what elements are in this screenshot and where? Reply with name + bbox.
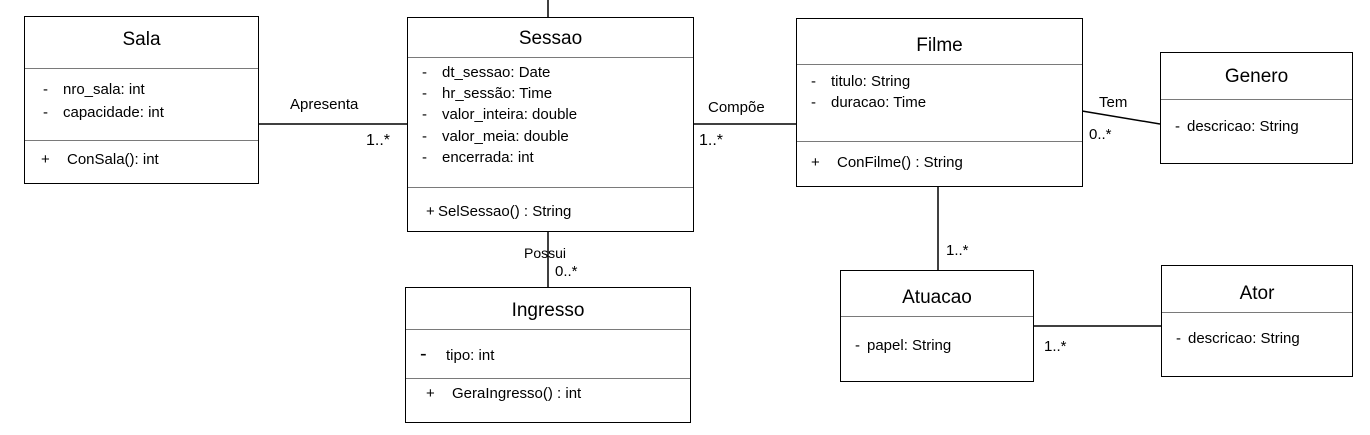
method: +GeraIngresso() : int [426, 385, 582, 402]
name-separator [1161, 99, 1352, 100]
name-separator [1162, 312, 1352, 313]
association-label-apresenta: Apresenta [290, 96, 359, 113]
attribute: -descricao: String [1175, 118, 1299, 135]
class-ingresso[interactable]: Ingresso -tipo: int +GeraIngresso() : in… [405, 287, 691, 423]
attribute: -duracao: Time [811, 94, 927, 111]
attribute: -valor_inteira: double [422, 106, 578, 123]
name-separator [797, 64, 1082, 65]
class-filme[interactable]: Filme -titulo: String -duracao: Time +Co… [796, 18, 1083, 187]
method-separator [797, 141, 1082, 142]
attribute: -dt_sessao: Date [422, 64, 551, 81]
class-name: Sessao [518, 28, 583, 49]
class-name: Atuacao [902, 287, 972, 308]
attribute: -papel: String [855, 337, 952, 354]
name-separator [406, 329, 690, 330]
multiplicity-sala-sessao: 1..* [366, 132, 391, 149]
method: +SelSessao() : String [426, 203, 572, 220]
method-separator [25, 140, 258, 141]
class-atuacao[interactable]: Atuacao -papel: String [840, 270, 1034, 382]
method: +ConFilme() : String [811, 154, 963, 171]
association-label-compoe: Compõe [708, 99, 765, 116]
attribute: -titulo: String [811, 73, 911, 90]
class-genero[interactable]: Genero -descricao: String [1160, 52, 1353, 164]
class-ator[interactable]: Ator -descricao: String [1161, 265, 1353, 377]
class-name: Sala [122, 29, 161, 50]
class-name: Filme [916, 35, 963, 56]
attribute: -capacidade: int [43, 104, 164, 121]
method-separator [408, 187, 693, 188]
class-sessao[interactable]: Sessao -dt_sessao: Date -hr_sessão: Time… [407, 17, 694, 232]
name-separator [25, 68, 258, 69]
multiplicity-filme-atuacao: 1..* [946, 242, 969, 259]
association-label-tem: Tem [1099, 94, 1128, 111]
method: +ConSala(): int [41, 151, 159, 168]
filme-genero-line [1081, 110, 1161, 125]
class-name: Genero [1224, 66, 1289, 87]
multiplicity-filme-genero: 0..* [1089, 126, 1112, 143]
name-separator [841, 316, 1033, 317]
attribute: -encerrada: int [422, 149, 534, 166]
association-label-possui: Possui [524, 245, 567, 261]
multiplicity-sessao-filme: 1..* [699, 132, 724, 149]
attribute: -descricao: String [1176, 330, 1300, 347]
name-separator [408, 57, 693, 58]
attribute: -tipo: int [420, 343, 495, 365]
attribute: -valor_meia: double [422, 128, 569, 145]
class-name: Ingresso [511, 300, 585, 321]
multiplicity-atuacao-ator: 1..* [1044, 338, 1067, 355]
attribute: -hr_sessão: Time [422, 85, 553, 102]
class-name: Ator [1239, 283, 1275, 304]
class-sala[interactable]: Sala -nro_sala: int -capacidade: int +Co… [24, 16, 259, 184]
attribute: -nro_sala: int [43, 81, 145, 98]
multiplicity-sessao-ingresso: 0..* [555, 263, 578, 280]
method-separator [406, 378, 690, 379]
